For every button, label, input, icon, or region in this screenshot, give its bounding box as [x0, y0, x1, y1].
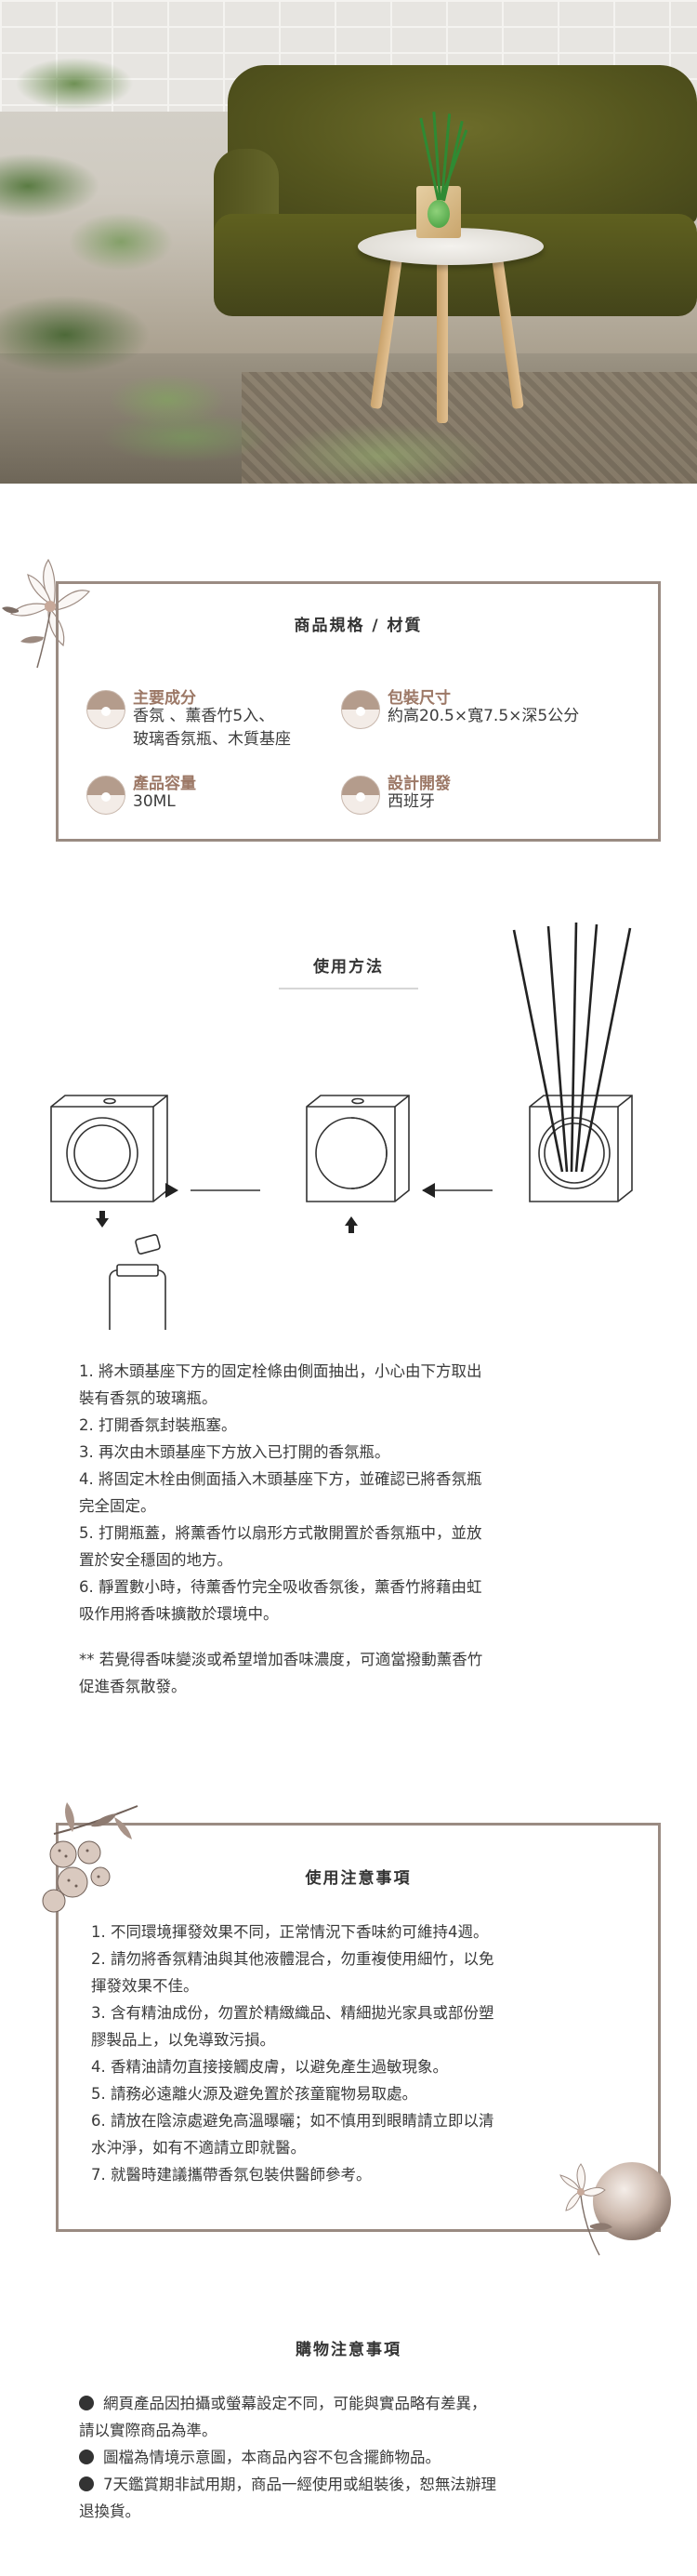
shopping-item-cont: 請以實際商品為準。 [79, 2422, 217, 2439]
caution-line: 4. 香精油請勿直接接觸皮膚，以避免產生過敏現象。 [91, 2058, 448, 2076]
shopping-text: 網頁產品因拍攝或螢幕設定不同，可能與實品略有差異， [103, 2395, 487, 2412]
spec-value-line: 西班牙 [388, 792, 435, 811]
half-circle-icon [86, 690, 125, 729]
step-line: 3. 再次由木頭基座下方放入已打開的香氛瓶。 [79, 1443, 390, 1461]
spec-value-line: 香氛 、薰香竹5入、 [133, 707, 275, 725]
spec-value-line: 約高20.5×寬7.5×深5公分 [388, 707, 580, 725]
step-line: 置於安全穩固的地方。 [79, 1551, 232, 1569]
spec-label: 包裝尺寸 [388, 689, 451, 708]
plant-foliage-bottom [74, 353, 558, 484]
bullet-icon [79, 2396, 94, 2410]
step-line: 完全固定。 [79, 1497, 156, 1515]
usage-note-line: 促進香氛散發。 [79, 1678, 187, 1695]
usage-diagram [50, 922, 633, 1330]
step-line: 2. 打開香氛封裝瓶塞。 [79, 1416, 237, 1434]
step-line: 5. 打開瓶蓋，將薰香竹以扇形方式散開置於香氛瓶中，並放 [79, 1524, 482, 1542]
spec-label: 主要成分 [133, 689, 196, 708]
bullet-icon [79, 2476, 94, 2491]
shopping-list: 網頁產品因拍攝或螢幕設定不同，可能與實品略有差異， 請以實際商品為準。 圖檔為情… [79, 2390, 627, 2525]
caution-line: 2. 請勿將香氛精油與其他液體混合，勿重複使用細竹，以免 [91, 1950, 494, 1968]
shopping-item: 7天鑑賞期非試用期，商品一經使用或組裝後，恕無法辦理 [79, 2471, 627, 2498]
glass-bottle [109, 1264, 166, 1330]
caution-title: 使用注意事項 [305, 1869, 412, 1888]
step-line: 裝有香氛的玻璃瓶。 [79, 1389, 217, 1407]
wood-block-3 [529, 1095, 633, 1202]
half-circle-icon [341, 690, 380, 729]
wood-block-1 [50, 1095, 168, 1202]
spec-value: 約高20.5×寬7.5×深5公分 [388, 705, 579, 728]
caution-line: 6. 請放在陰涼處避免高溫曝曬；如不慎用到眼睛請立即以清 [91, 2112, 494, 2130]
spec-box: 商品規格 / 材質 主要成分 香氛 、薰香竹5入、 玻璃香氛瓶、木質基座 包裝尺… [56, 581, 661, 842]
caution-line: 5. 請務必遠離火源及避免置於孩童寵物易取處。 [91, 2085, 417, 2103]
hero-lifestyle-photo [0, 0, 697, 484]
shopping-text: 7天鑑賞期非試用期，商品一經使用或組裝後，恕無法辦理 [103, 2476, 496, 2493]
spec-label: 產品容量 [133, 775, 196, 793]
sphere-flower-decoration-icon [559, 2162, 671, 2256]
berry-branch-decoration-icon [42, 1802, 138, 1913]
shopping-item: 圖檔為情境示意圖，本商品內容不包含擺飾物品。 [79, 2444, 627, 2471]
usage-title-underline [279, 988, 418, 989]
shopping-item: 網頁產品因拍攝或螢幕設定不同，可能與實品略有差異， [79, 2390, 627, 2417]
usage-title: 使用方法 [313, 958, 384, 976]
caution-list: 1. 不同環境揮發效果不同，正常情況下香味約可維持4週。 2. 請勿將香氛精油與… [91, 1919, 625, 2188]
caution-line: 7. 就醫時建議攜帶香氛包裝供醫師參考。 [91, 2166, 372, 2184]
caution-line: 揮發效果不佳。 [91, 1977, 199, 1995]
caution-line: 1. 不同環境揮發效果不同，正常情況下香味約可維持4週。 [91, 1923, 489, 1941]
half-circle-icon [341, 776, 380, 815]
usage-note-line: ** 若覺得香味變淡或希望增加香味濃度，可適當撥動薰香竹 [79, 1651, 483, 1668]
spec-value: 香氛 、薰香竹5入、 玻璃香氛瓶、木質基座 [133, 705, 291, 751]
step-line: 1. 將木頭基座下方的固定栓條由側面抽出，小心由下方取出 [79, 1362, 482, 1380]
flower-decoration-icon [2, 558, 91, 669]
caution-line: 膠製品上，以免導致污損。 [91, 2031, 275, 2049]
diffuser-bottle [427, 200, 450, 228]
wood-block-2 [306, 1095, 410, 1202]
spec-title: 商品規格 / 材質 [294, 617, 423, 635]
bullet-icon [79, 2450, 94, 2464]
spec-value-line: 30ML [133, 792, 176, 811]
caution-line: 水沖淨，如有不適請立即就醫。 [91, 2139, 306, 2157]
spec-value-line: 玻璃香氛瓶、木質基座 [133, 730, 291, 749]
shopping-title: 購物注意事項 [296, 2341, 401, 2359]
step-line: 4. 將固定木栓由側面插入木頭基座下方，並確認已將香氛瓶 [79, 1470, 482, 1488]
caution-line: 3. 含有精油成份，勿置於精緻織品、精細拋光家具或部份塑 [91, 2004, 494, 2022]
caution-box: 使用注意事項 1. 不同環境揮發效果不同，正常情況下香味約可維持4週。 2. 請… [56, 1823, 661, 2232]
shopping-item-cont: 退換貨。 [79, 2503, 140, 2520]
spec-label: 設計開發 [388, 775, 451, 793]
spec-value: 西班牙 [388, 790, 435, 814]
step-line: 6. 靜置數小時，待薰香竹完全吸收香氛後，薰香竹將藉由虹 [79, 1578, 482, 1596]
step-line: 吸作用將香味擴散於環境中。 [79, 1605, 279, 1623]
shopping-text: 圖檔為情境示意圖，本商品內容不包含擺飾物品。 [103, 2449, 441, 2466]
half-circle-icon [86, 776, 125, 815]
spec-value: 30ML [133, 790, 176, 814]
usage-steps: 1. 將木頭基座下方的固定栓條由側面抽出，小心由下方取出 裝有香氛的玻璃瓶。 2… [79, 1358, 623, 1700]
